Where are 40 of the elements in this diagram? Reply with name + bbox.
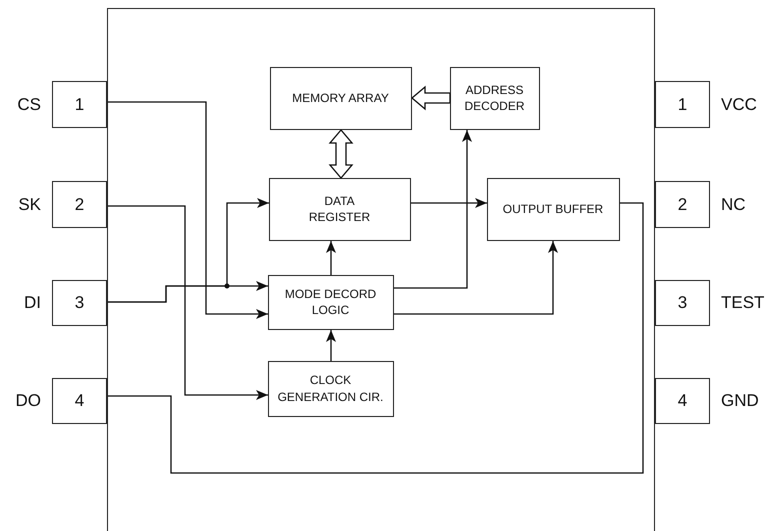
block-label: MEMORY ARRAY: [292, 90, 389, 106]
block-label: OUTPUT BUFFER: [502, 200, 604, 218]
signal-arrow: [107, 198, 269, 303]
signal-arrow: [394, 241, 558, 315]
pin-number: 3: [678, 293, 688, 313]
function-block: [268, 178, 410, 240]
pin-name: VCC: [721, 94, 757, 114]
function-block: [450, 66, 540, 130]
signal-line: [107, 202, 644, 474]
pin-name: DI: [24, 293, 41, 313]
signal-arrow: [107, 205, 268, 400]
bus-arrow: [411, 86, 451, 110]
pin-number: 2: [678, 194, 688, 214]
pin-name: SK: [18, 194, 41, 214]
pin-name: CS: [17, 94, 41, 114]
function-block: [270, 66, 412, 130]
signal-arrow: [107, 101, 268, 319]
function-block: [486, 178, 620, 240]
block-label: DATA REGISTER: [308, 192, 372, 226]
pin-name: DO: [16, 391, 41, 411]
pin-number: 1: [678, 94, 688, 114]
pin-name: TEST: [721, 293, 764, 313]
signal-arrow: [394, 130, 472, 289]
pin-number: 3: [74, 293, 84, 313]
signal-arrow: [326, 241, 336, 275]
pin-number: 1: [74, 94, 84, 114]
signal-arrow: [411, 198, 487, 208]
chip-outline: [107, 8, 655, 531]
block-label: MODE DECORD LOGIC: [284, 286, 378, 318]
function-block: [268, 360, 394, 416]
pin-name: NC: [721, 194, 746, 214]
block-label: ADDRESS DECODER: [463, 82, 526, 114]
pin-number: 4: [74, 391, 84, 411]
function-block: [268, 274, 394, 330]
pin-name: GND: [721, 391, 759, 411]
pin-number: 4: [678, 391, 688, 411]
bus-arrow: [328, 129, 354, 179]
block-label: CLOCK GENERATION CIR.: [276, 372, 384, 405]
pin-number: 2: [74, 194, 84, 214]
signal-arrow: [326, 330, 336, 361]
